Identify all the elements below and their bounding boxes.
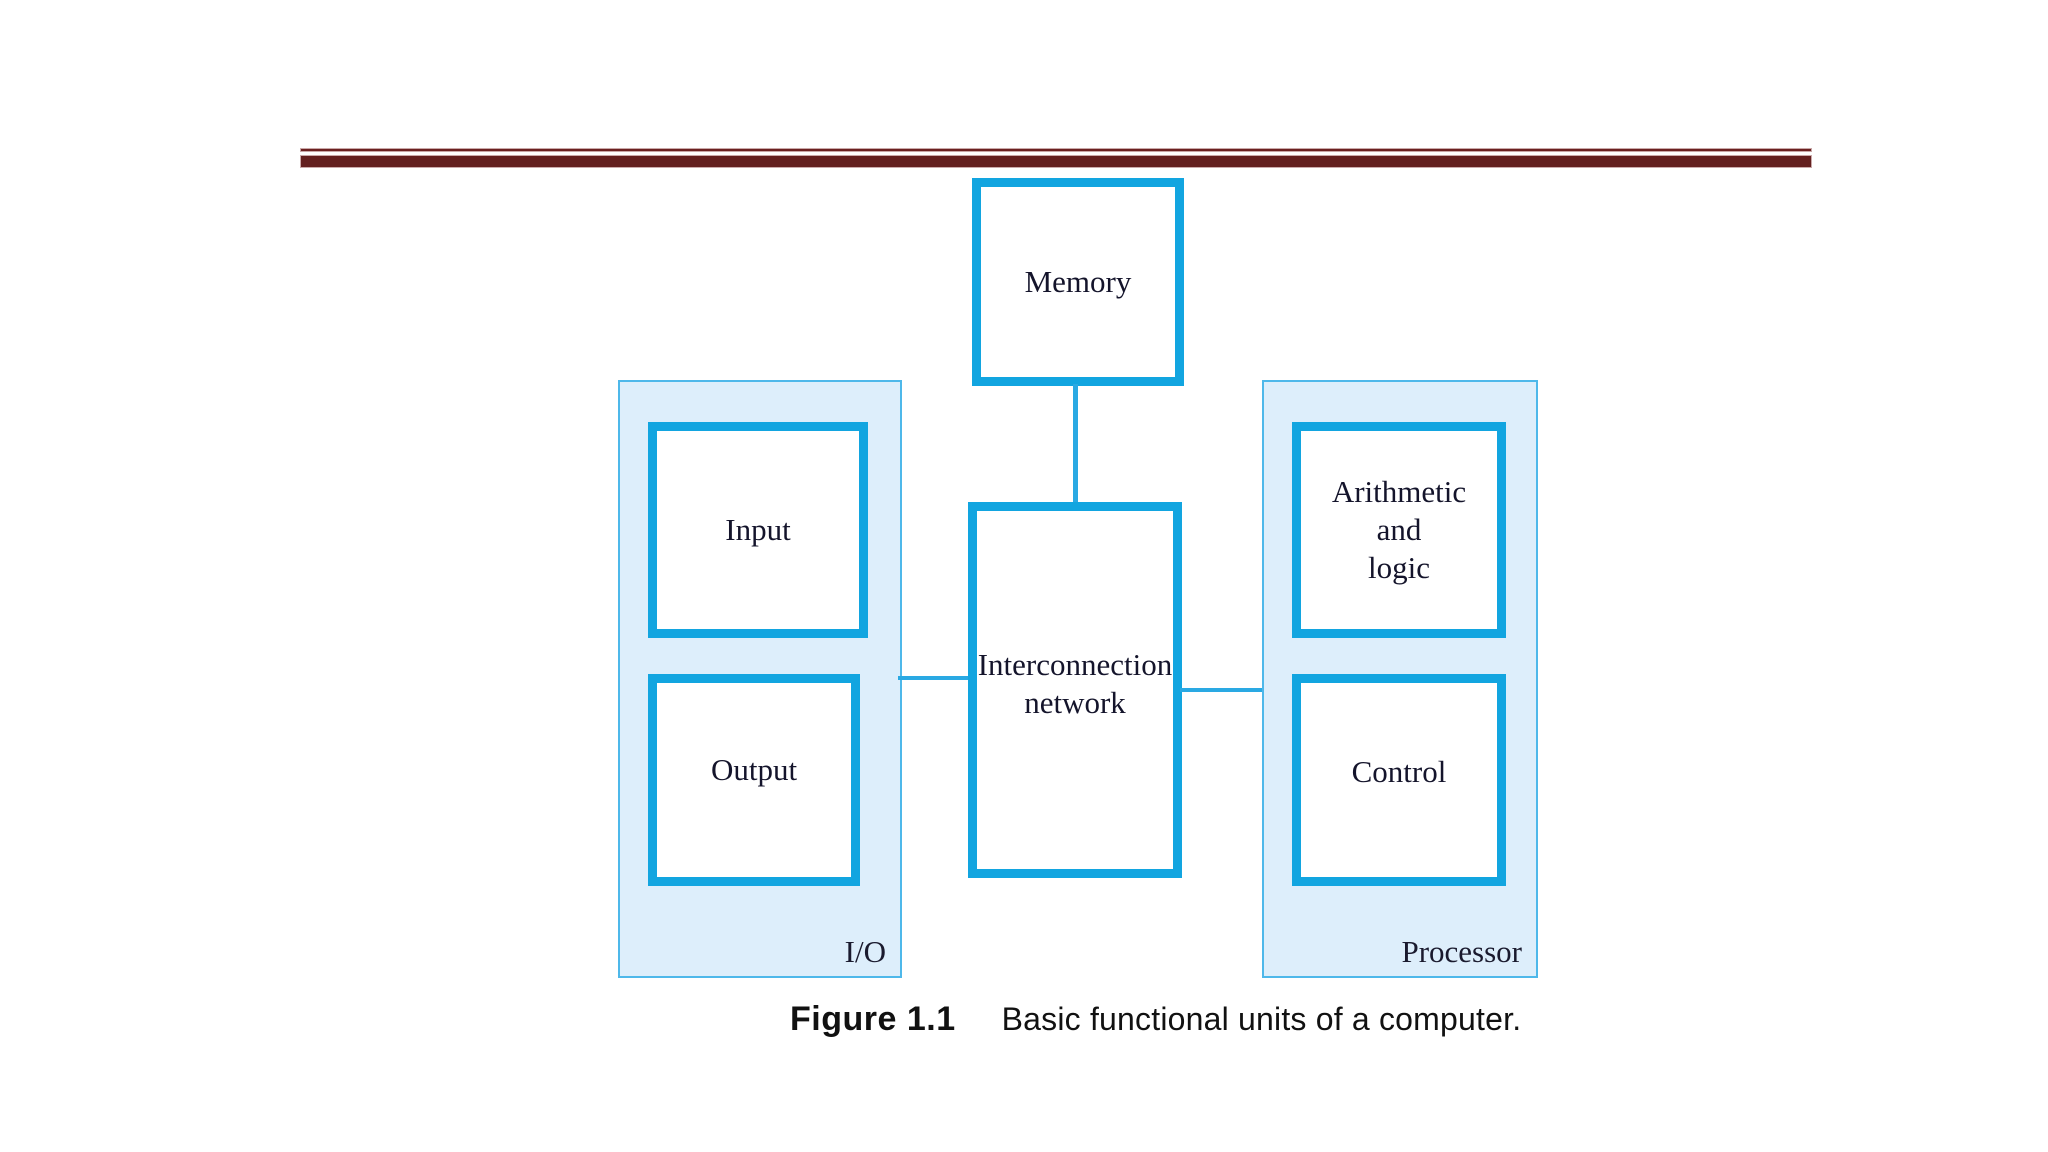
figure-caption: Figure 1.1 Basic functional units of a c… <box>790 1000 1521 1039</box>
control-unit-label: Control <box>1351 754 1447 790</box>
arithmetic-logic-unit-box: Arithmetic and logic <box>1292 422 1506 638</box>
input-unit-label: Input <box>725 512 791 548</box>
output-unit-box: Output <box>648 674 860 886</box>
divider-thick-line <box>300 155 1812 168</box>
memory-unit-box: Memory <box>972 178 1184 386</box>
interconnection-network-box: Interconnection network <box>968 502 1182 878</box>
connector-memory-to-interconnect <box>1073 384 1078 504</box>
divider-gap <box>300 152 1812 155</box>
arithmetic-logic-unit-label: Arithmetic and logic <box>1331 474 1467 585</box>
output-unit-label: Output <box>710 752 798 788</box>
connector-interconnect-to-processor <box>1180 688 1264 692</box>
memory-unit-label: Memory <box>1024 264 1132 300</box>
connector-io-to-interconnect <box>898 676 970 680</box>
io-group-label: I/O <box>844 934 886 969</box>
control-unit-box: Control <box>1292 674 1506 886</box>
processor-group-label: Processor <box>1401 934 1522 969</box>
figure-caption-text: Basic functional units of a computer. <box>1001 1001 1522 1037</box>
input-unit-box: Input <box>648 422 868 638</box>
header-divider-rule <box>300 148 1812 168</box>
divider-thin-line <box>300 148 1812 152</box>
figure-caption-number: Figure 1.1 <box>790 1000 956 1038</box>
interconnection-network-label: Interconnection network <box>977 647 1173 720</box>
